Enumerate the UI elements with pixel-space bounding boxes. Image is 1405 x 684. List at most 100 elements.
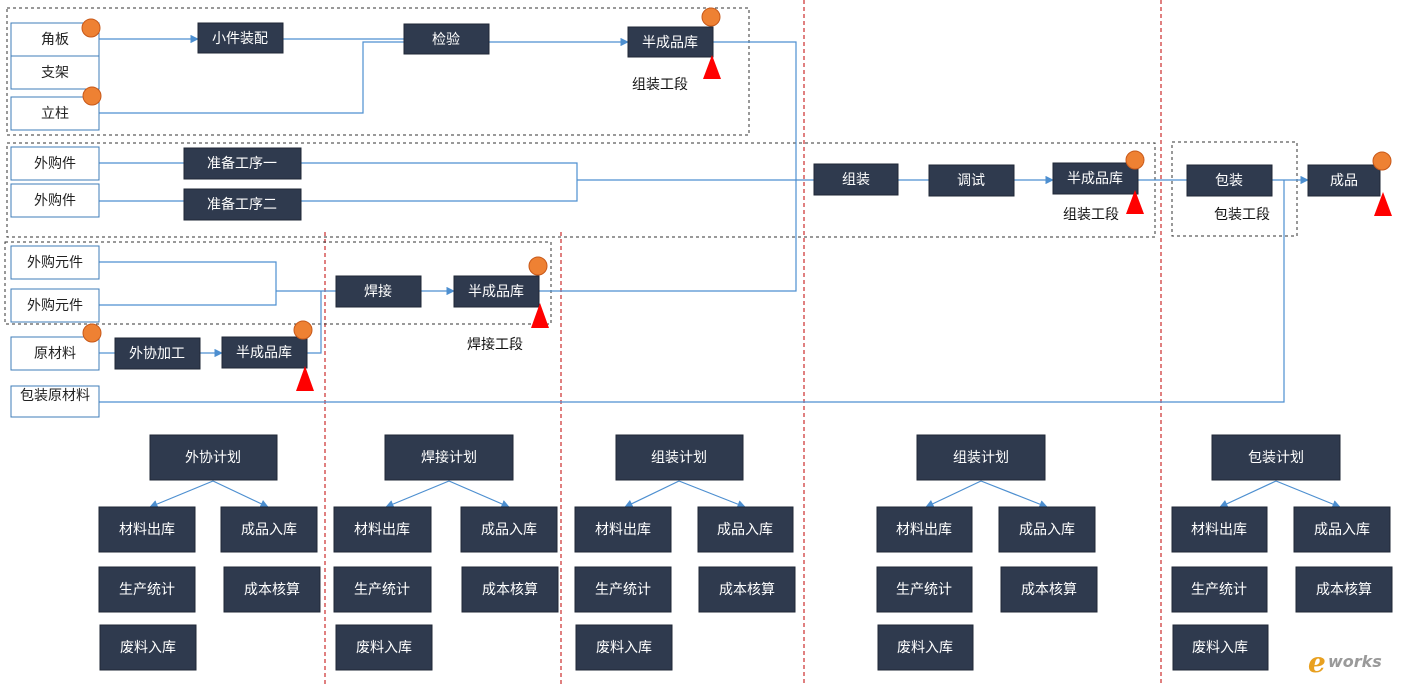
step-welding: 焊接 bbox=[335, 275, 422, 308]
source-label: 包装原材料 bbox=[20, 388, 90, 404]
svg-text:废料入库: 废料入库 bbox=[897, 640, 953, 656]
plan-item-cost-accounting: 成本核算 bbox=[1000, 566, 1098, 613]
eworks-logo: e works bbox=[1308, 646, 1382, 679]
circle-marker-icon bbox=[528, 256, 548, 276]
step-packaging: 包装 bbox=[1186, 164, 1273, 197]
source-label: 外购元件 bbox=[27, 255, 83, 271]
source-label: 外购件 bbox=[34, 193, 76, 209]
plan-item-material-out: 材料出库 bbox=[574, 506, 672, 553]
svg-text:包装计划: 包装计划 bbox=[1248, 450, 1304, 466]
step-semi-finished-store-2: 半成品库 bbox=[453, 275, 540, 308]
connector bbox=[99, 180, 1285, 403]
connector bbox=[624, 480, 680, 508]
connector bbox=[99, 261, 277, 306]
step-inspection: 检验 bbox=[403, 23, 490, 55]
triangle-marker-icon bbox=[531, 303, 549, 328]
source-materials: 角板 支架 立柱 外购件 外购件 外购元件 外购元件 原材料 bbox=[10, 22, 100, 418]
svg-text:成品入库: 成品入库 bbox=[1019, 522, 1075, 538]
step-finished-product: 成品 bbox=[1307, 164, 1381, 197]
stage-label: 组装工段 bbox=[1063, 207, 1119, 223]
step-semi-finished-store-3: 半成品库 bbox=[221, 336, 308, 369]
source-purchased-component-2: 外购元件 bbox=[10, 288, 100, 323]
connector bbox=[149, 480, 214, 508]
plan-block-packaging: 包装计划 材料出库 成品入库 生产统计 成本核算 废料入库 bbox=[1171, 434, 1393, 671]
svg-text:生产统计: 生产统计 bbox=[354, 582, 410, 598]
source-purchased-part-1: 外购件 bbox=[10, 146, 100, 181]
connector bbox=[980, 480, 1048, 509]
plan-item-production-stats: 生产统计 bbox=[876, 566, 973, 613]
plan-title: 外协计划 bbox=[149, 434, 278, 481]
circle-marker-icon bbox=[1125, 150, 1145, 170]
svg-text:外协计划: 外协计划 bbox=[185, 450, 241, 466]
logo-wordmark: works bbox=[1328, 652, 1382, 671]
step-label: 外协加工 bbox=[129, 346, 185, 362]
plan-item-scrap-in: 废料入库 bbox=[99, 624, 197, 671]
source-label: 立柱 bbox=[41, 106, 69, 122]
plan-item-product-in: 成品入库 bbox=[697, 506, 794, 553]
svg-text:生产统计: 生产统计 bbox=[595, 582, 651, 598]
connector bbox=[1219, 480, 1277, 508]
svg-text:成本核算: 成本核算 bbox=[1021, 582, 1077, 598]
step-label: 调试 bbox=[957, 173, 985, 189]
svg-text:成品入库: 成品入库 bbox=[1314, 522, 1370, 538]
plan-item-scrap-in: 废料入库 bbox=[335, 624, 433, 671]
step-prep-process-2: 准备工序二 bbox=[183, 188, 302, 221]
plan-item-production-stats: 生产统计 bbox=[574, 566, 672, 613]
connector bbox=[212, 480, 269, 508]
logo-mark: e bbox=[1308, 646, 1326, 679]
svg-text:生产统计: 生产统计 bbox=[1191, 582, 1247, 598]
assembly-stage-group bbox=[6, 142, 1156, 238]
step-small-part-assembly: 小件装配 bbox=[197, 22, 284, 54]
source-label: 角板 bbox=[41, 32, 69, 48]
circle-marker-icon bbox=[701, 7, 721, 27]
plan-item-product-in: 成品入库 bbox=[460, 506, 558, 553]
plan-item-production-stats: 生产统计 bbox=[98, 566, 196, 613]
plan-item-cost-accounting: 成本核算 bbox=[461, 566, 559, 613]
connector bbox=[539, 180, 797, 292]
source-purchased-part-2: 外购件 bbox=[10, 183, 100, 218]
svg-text:成本核算: 成本核算 bbox=[719, 582, 775, 598]
circle-marker-icon bbox=[82, 86, 102, 106]
plan-block-welding: 焊接计划 材料出库 成品入库 生产统计 成本核算 废料入库 bbox=[333, 434, 559, 671]
circle-marker-icon bbox=[1372, 151, 1392, 171]
circle-marker-icon bbox=[293, 320, 313, 340]
circle-markers bbox=[81, 7, 1392, 343]
circle-marker-icon bbox=[82, 323, 102, 343]
connector bbox=[385, 480, 450, 508]
packaging-stage-group bbox=[1171, 141, 1298, 237]
plan-item-product-in: 成品入库 bbox=[998, 506, 1096, 553]
svg-text:废料入库: 废料入库 bbox=[596, 640, 652, 656]
plan-block-assembly-1: 组装计划 材料出库 成品入库 生产统计 成本核算 废料入库 bbox=[574, 434, 796, 671]
plan-item-material-out: 材料出库 bbox=[876, 506, 973, 553]
plan-item-product-in: 成品入库 bbox=[1293, 506, 1391, 553]
triangle-marker-icon bbox=[1374, 192, 1392, 216]
triangle-marker-icon bbox=[703, 55, 721, 79]
svg-text:材料出库: 材料出库 bbox=[1191, 522, 1247, 538]
triangle-markers bbox=[296, 55, 1392, 391]
source-column: 立柱 bbox=[10, 96, 100, 131]
plan-title: 焊接计划 bbox=[384, 434, 514, 481]
plan-item-cost-accounting: 成本核算 bbox=[698, 566, 796, 613]
step-label: 准备工序一 bbox=[207, 155, 277, 172]
step-label: 半成品库 bbox=[468, 284, 524, 300]
plan-item-material-out: 材料出库 bbox=[98, 506, 196, 553]
plan-item-cost-accounting: 成本核算 bbox=[1295, 566, 1393, 613]
step-label: 半成品库 bbox=[642, 35, 698, 51]
stage-groups bbox=[4, 7, 1298, 325]
stage-labels: 组装工段 焊接工段 组装工段 包装工段 bbox=[467, 77, 1270, 353]
step-label: 小件装配 bbox=[212, 31, 268, 47]
source-packaging-material: 包装原材料 bbox=[10, 385, 100, 418]
plan-block-outsourcing: 外协计划 材料出库 成品入库 生产统计 成本核算 废料入库 bbox=[98, 434, 321, 671]
plan-item-scrap-in: 废料入库 bbox=[1172, 624, 1269, 671]
svg-text:焊接计划: 焊接计划 bbox=[421, 449, 477, 466]
step-label: 半成品库 bbox=[236, 345, 292, 361]
step-prep-process-1: 准备工序一 bbox=[183, 147, 302, 180]
welding-stage-group bbox=[4, 241, 552, 325]
plan-item-cost-accounting: 成本核算 bbox=[223, 566, 321, 613]
plan-item-production-stats: 生产统计 bbox=[333, 566, 432, 613]
svg-text:生产统计: 生产统计 bbox=[896, 582, 952, 598]
assembly-component-group bbox=[6, 7, 750, 136]
connector bbox=[99, 41, 404, 114]
plan-item-product-in: 成品入库 bbox=[220, 506, 318, 553]
svg-text:废料入库: 废料入库 bbox=[120, 640, 176, 656]
